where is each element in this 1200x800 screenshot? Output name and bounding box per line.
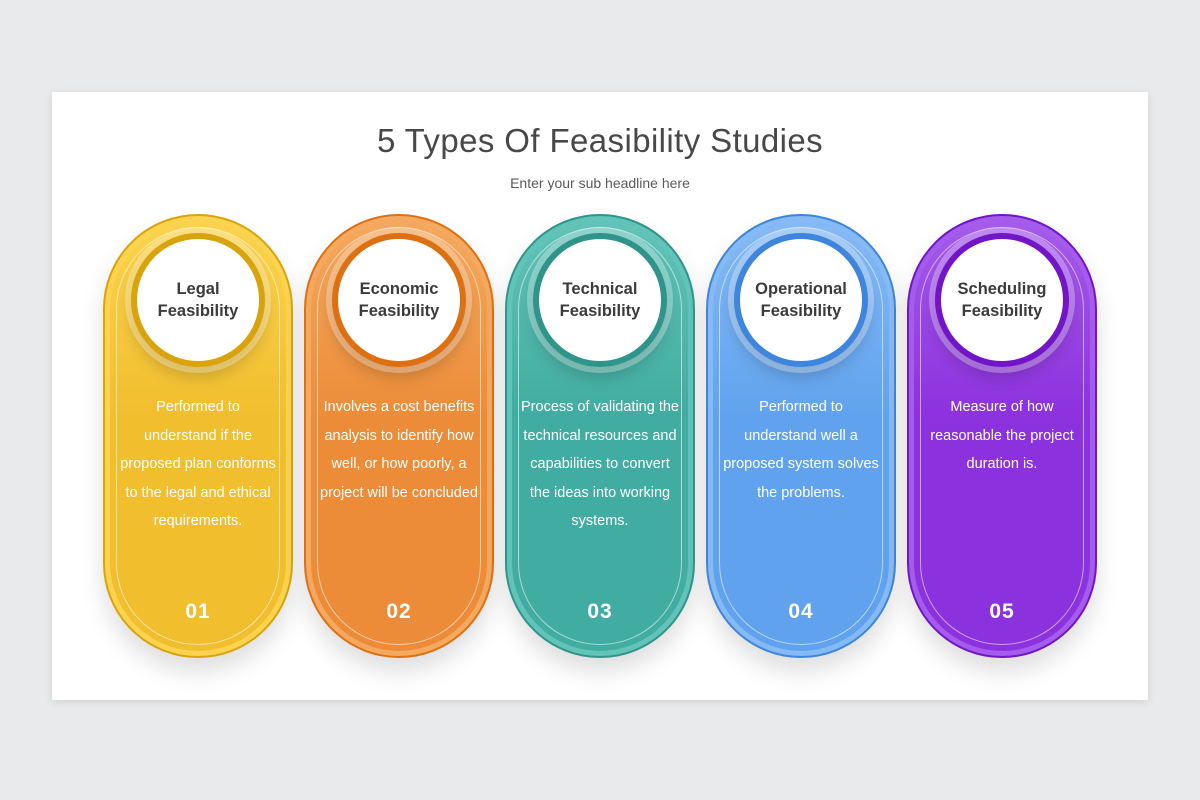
cards-row: Legal Feasibility Performed to understan… bbox=[52, 214, 1148, 658]
card-body: Scheduling Feasibility Measure of how re… bbox=[914, 221, 1090, 651]
card-scheduling-feasibility: Scheduling Feasibility Measure of how re… bbox=[907, 214, 1097, 658]
card-body: Operational Feasibility Performed to und… bbox=[713, 221, 889, 651]
card-number: 04 bbox=[788, 600, 814, 623]
card-description: Performed to understand well a proposed … bbox=[723, 399, 879, 501]
card-number: 01 bbox=[185, 600, 211, 623]
card-title: Legal Feasibility bbox=[157, 279, 239, 320]
card-title: Scheduling Feasibility bbox=[957, 279, 1047, 320]
card-circle: Legal Feasibility bbox=[131, 233, 265, 367]
card-technical-feasibility: Technical Feasibility Process of validat… bbox=[505, 214, 695, 658]
slide-header: 5 Types Of Feasibility Studies Enter you… bbox=[52, 92, 1148, 191]
card-circle: Scheduling Feasibility bbox=[935, 233, 1069, 367]
card-body: Technical Feasibility Process of validat… bbox=[512, 221, 688, 651]
page-title: 5 Types Of Feasibility Studies bbox=[376, 122, 824, 159]
card-circle: Economic Feasibility bbox=[332, 233, 466, 367]
card-legal-feasibility: Legal Feasibility Performed to understan… bbox=[103, 214, 293, 658]
card-number: 02 bbox=[386, 600, 412, 623]
page-subtitle: Enter your sub headline here bbox=[510, 175, 690, 191]
card-economic-feasibility: Economic Feasibility Involves a cost ben… bbox=[304, 214, 494, 658]
card-title: Economic Feasibility bbox=[358, 279, 440, 320]
slide: 5 Types Of Feasibility Studies Enter you… bbox=[52, 92, 1148, 700]
card-description: Performed to understand if the proposed … bbox=[120, 399, 276, 529]
card-description: Involves a cost benefits analysis to ide… bbox=[320, 399, 478, 501]
card-operational-feasibility: Operational Feasibility Performed to und… bbox=[706, 214, 896, 658]
card-title: Operational Feasibility bbox=[755, 279, 847, 320]
card-circle: Technical Feasibility bbox=[533, 233, 667, 367]
card-number: 05 bbox=[989, 600, 1015, 623]
card-number: 03 bbox=[587, 600, 613, 623]
card-body: Legal Feasibility Performed to understan… bbox=[110, 221, 286, 651]
card-title: Technical Feasibility bbox=[559, 279, 641, 320]
card-circle: Operational Feasibility bbox=[734, 233, 868, 367]
card-body: Economic Feasibility Involves a cost ben… bbox=[311, 221, 487, 651]
card-description: Measure of how reasonable the project du… bbox=[930, 399, 1074, 472]
card-description: Process of validating the technical reso… bbox=[521, 399, 679, 529]
